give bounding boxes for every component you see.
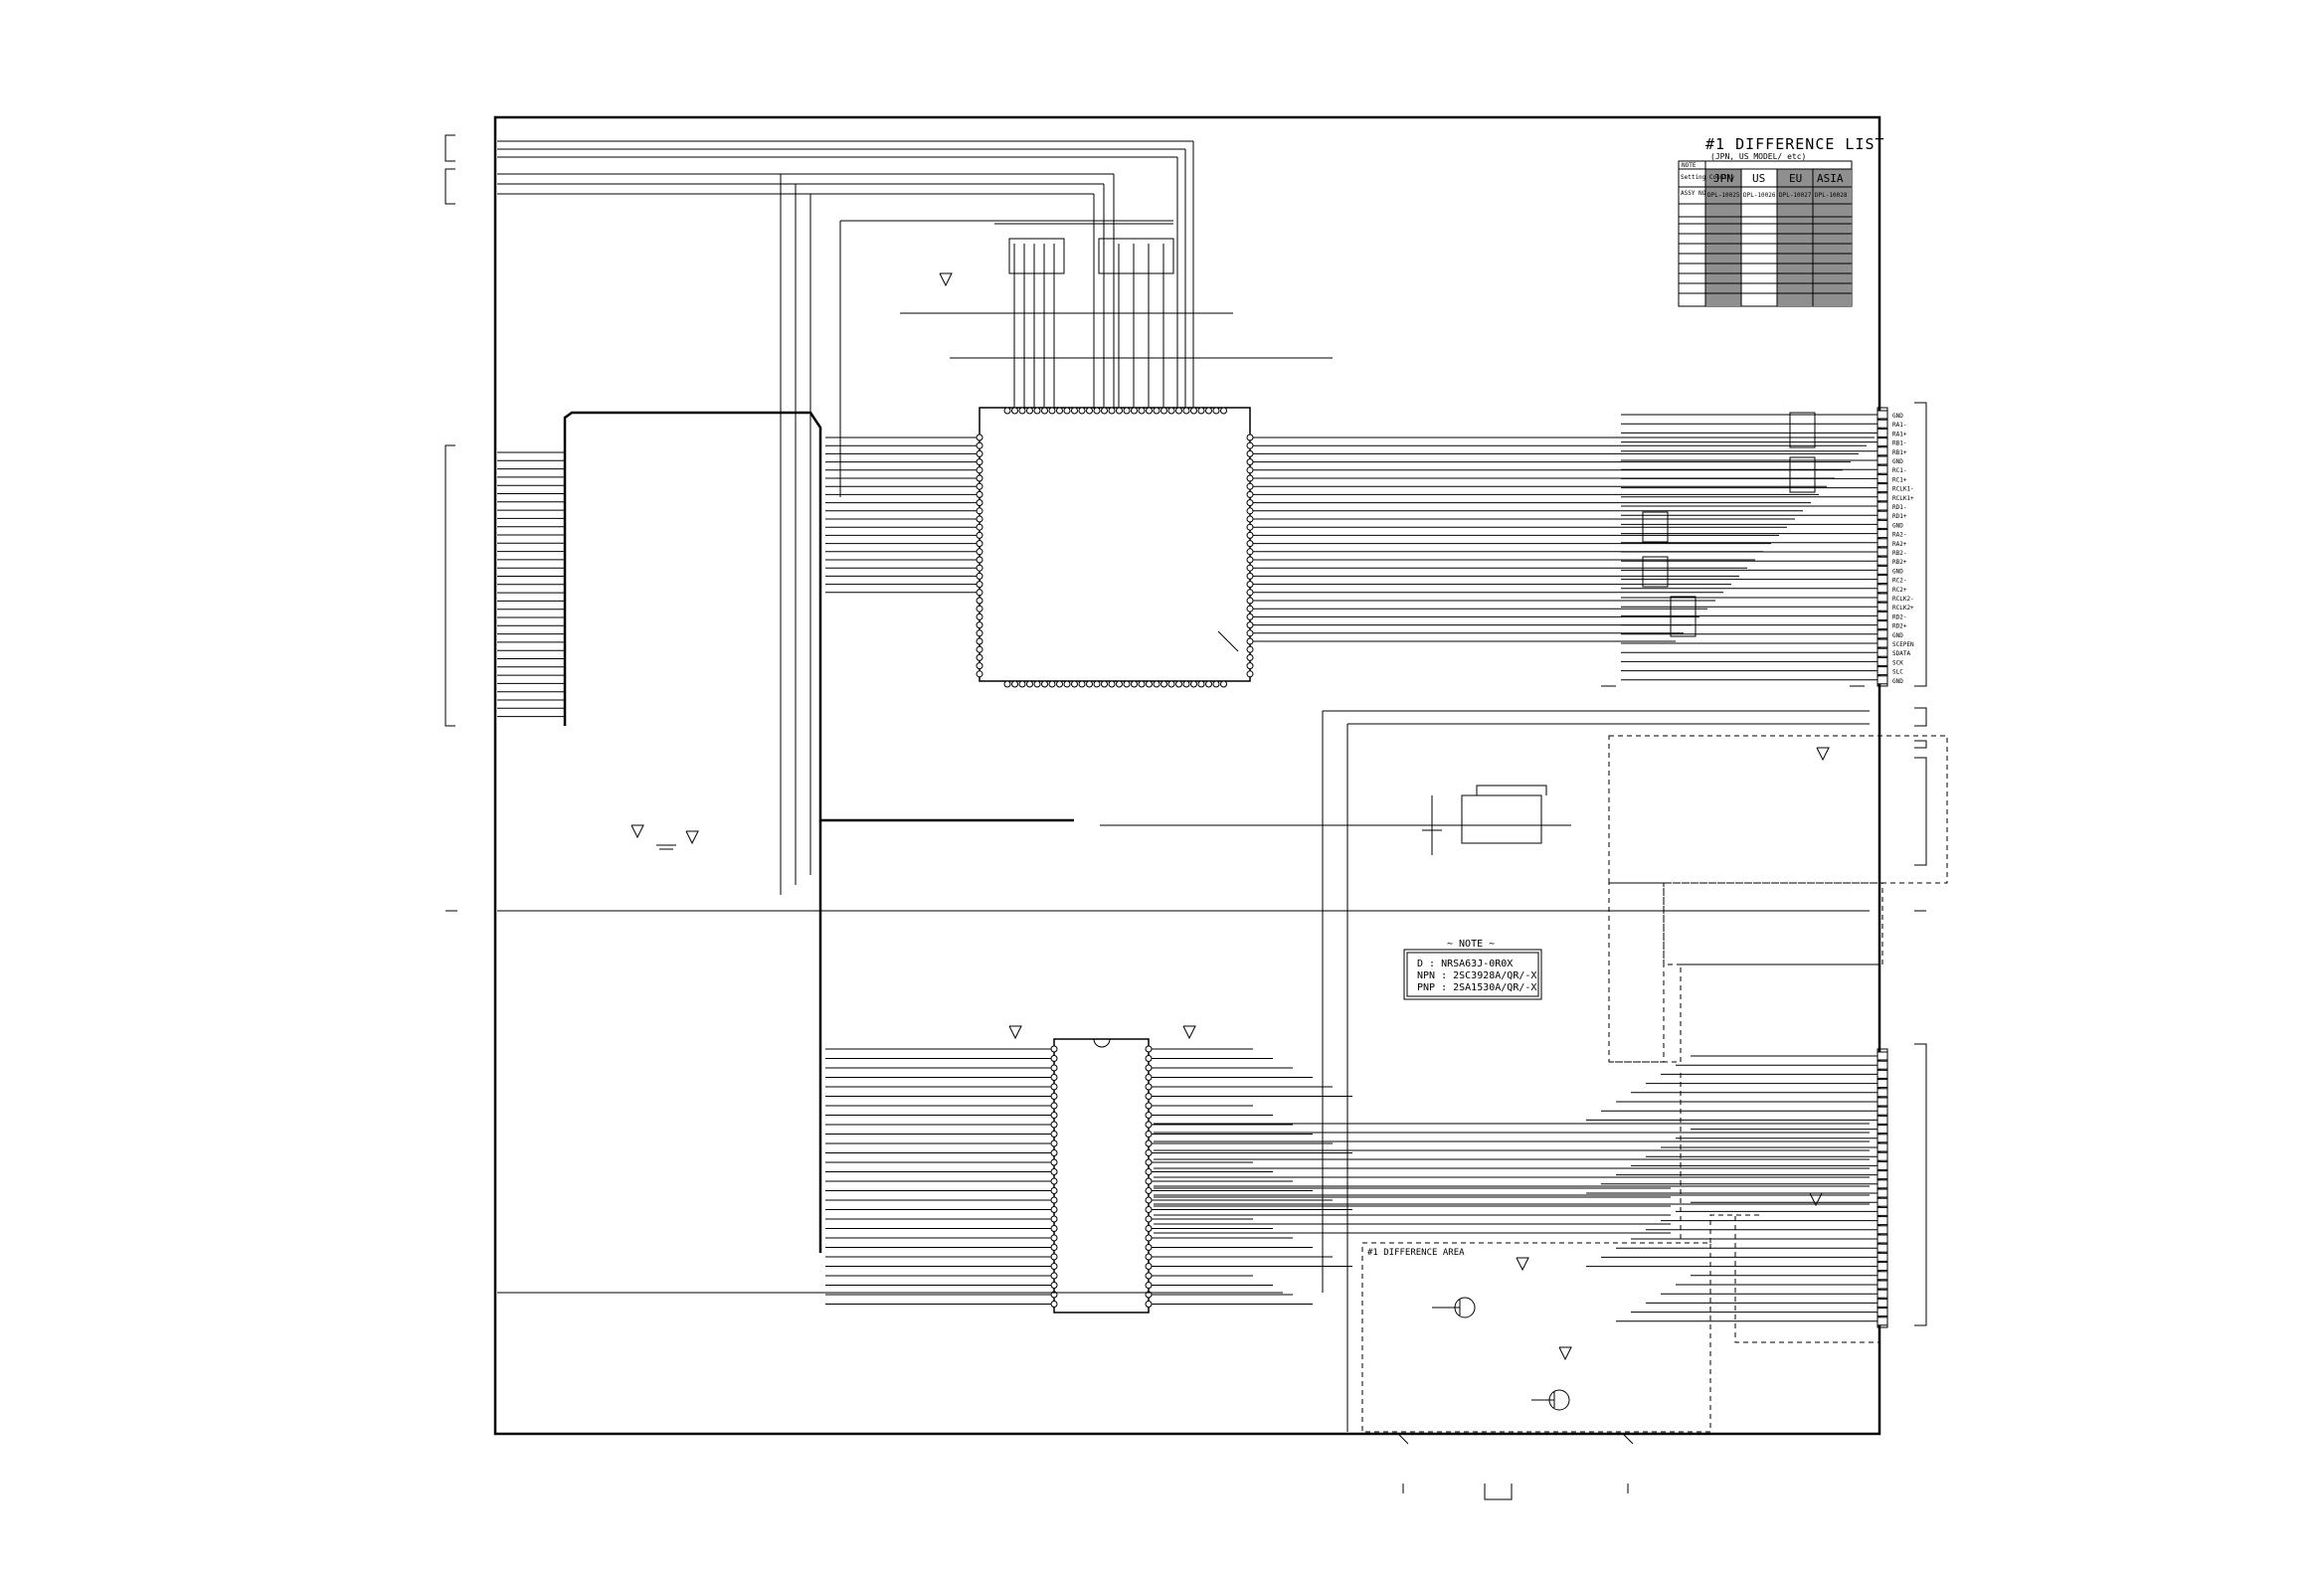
main-ic-pins bbox=[976, 407, 1254, 688]
left-brackets bbox=[445, 134, 457, 912]
region-jpn: JPN bbox=[1713, 172, 1733, 185]
top-signal-bus bbox=[497, 140, 1333, 895]
left-thick-bus bbox=[563, 411, 1074, 1253]
connector-signal-label: RD1- bbox=[1892, 504, 1906, 511]
cell-us-assy: DPL-10026 bbox=[1743, 192, 1776, 199]
main-ic-qfp bbox=[979, 407, 1251, 682]
region-us: US bbox=[1752, 172, 1765, 185]
connector-signal-labels: GND RA1- RA1+ RB1- RB1+ GND RC1- RC1+ RCLK1- RCLK… bbox=[1892, 413, 1914, 685]
connector-signal-label: RC2- bbox=[1892, 578, 1906, 585]
connector-signal-label: SLC bbox=[1892, 669, 1903, 676]
connector-top-pins bbox=[1621, 410, 1888, 685]
connector-signal-label: RB2- bbox=[1892, 550, 1906, 557]
difference-list-title: #1 DIFFERENCE LIST bbox=[1705, 135, 1885, 153]
dashed-regions bbox=[1361, 735, 1948, 1433]
connector-signal-label: RCLK1- bbox=[1892, 486, 1914, 493]
small-ic bbox=[1422, 785, 1547, 855]
connector-signal-label: RB2+ bbox=[1892, 559, 1907, 566]
connector-signal-label: RC2+ bbox=[1892, 587, 1907, 594]
resistor-arrays-right bbox=[1642, 412, 1816, 637]
bottom-brackets bbox=[1397, 1433, 1634, 1500]
right-brackets bbox=[1914, 402, 1927, 1326]
region-eu: EU bbox=[1789, 172, 1802, 185]
left-bus-lines bbox=[497, 437, 1875, 718]
connector-signal-label: RD2+ bbox=[1892, 623, 1907, 630]
row-header: Setting Country bbox=[1681, 174, 1735, 181]
connector-signal-label: RA1+ bbox=[1892, 431, 1907, 438]
cell-jpn bbox=[1705, 169, 1741, 306]
connector-signal-label: GND bbox=[1892, 568, 1903, 575]
mid-lines bbox=[497, 710, 1870, 1432]
connector-signal-label: RCLK2+ bbox=[1892, 605, 1914, 612]
connector-signal-label: RA1- bbox=[1892, 422, 1906, 429]
connector-signal-label: RCLK2- bbox=[1892, 596, 1914, 603]
connector-signal-label: RA2- bbox=[1892, 532, 1906, 539]
connector-signal-label: RD2- bbox=[1892, 613, 1906, 620]
cell-eu-assy: DPL-10027 bbox=[1779, 192, 1812, 199]
connector-signal-label: RB1+ bbox=[1892, 449, 1907, 456]
cell-jpn-assy: DPL-10025 bbox=[1707, 192, 1740, 199]
ground-symbols bbox=[630, 272, 1865, 1361]
difference-list: #1 DIFFERENCE LIST (JPN, US MODEL/ etc) … bbox=[1678, 135, 1885, 307]
cell-asia bbox=[1813, 169, 1852, 306]
transistor-npn bbox=[1432, 1297, 1476, 1318]
connector-signal-label: RCLK1+ bbox=[1892, 495, 1914, 502]
difference-area-label: #1 DIFFERENCE AREA bbox=[1367, 1248, 1465, 1258]
connector-signal-label: RD1+ bbox=[1892, 513, 1907, 520]
model-row-label: ASSY NO bbox=[1681, 190, 1706, 197]
second-ic-pins bbox=[825, 1045, 1352, 1308]
second-ic-dip bbox=[1053, 1038, 1150, 1313]
connector-signal-label: RB1- bbox=[1892, 440, 1906, 447]
connector-signal-label: SDATA bbox=[1892, 650, 1910, 657]
connector-signal-label: GND bbox=[1892, 522, 1903, 529]
resistor-arrays-top bbox=[994, 223, 1174, 408]
note-line-3: PNP : 2SA1530A/QR/-X bbox=[1417, 982, 1536, 993]
transistor-pnp bbox=[1531, 1389, 1570, 1411]
connector-signal-label: SCEPEN bbox=[1892, 641, 1914, 648]
connector-signal-label: RC1+ bbox=[1892, 476, 1907, 483]
connector-signal-label: GND bbox=[1892, 632, 1903, 639]
difference-list-subtitle: (JPN, US MODEL/ etc) bbox=[1710, 152, 1806, 161]
connector-signal-label: GND bbox=[1892, 458, 1903, 465]
cell-eu bbox=[1777, 169, 1813, 306]
cell-asia-assy: DPL-10028 bbox=[1815, 192, 1848, 199]
schematic-frame bbox=[493, 115, 1881, 1436]
connector-signal-label: RA2+ bbox=[1892, 541, 1907, 548]
note-line-1: D : NRSA63J-0R0X bbox=[1417, 959, 1513, 969]
connector-bottom-pins bbox=[1586, 1051, 1888, 1326]
note-header: NOTE bbox=[1682, 162, 1697, 169]
connector-signal-label: GND bbox=[1892, 413, 1903, 420]
region-asia: ASIA bbox=[1817, 172, 1844, 185]
connector-signal-label: RC1- bbox=[1892, 467, 1906, 474]
connector-signal-label: SCK bbox=[1892, 659, 1903, 666]
connector-signal-label: GND bbox=[1892, 678, 1903, 685]
note-line-2: NPN : 2SC3928A/QR/-X bbox=[1417, 970, 1536, 981]
note-title: ~ NOTE ~ bbox=[1447, 939, 1495, 950]
note-box: ~ NOTE ~ D : NRSA63J-0R0X NPN : 2SC3928A… bbox=[1403, 939, 1542, 1000]
